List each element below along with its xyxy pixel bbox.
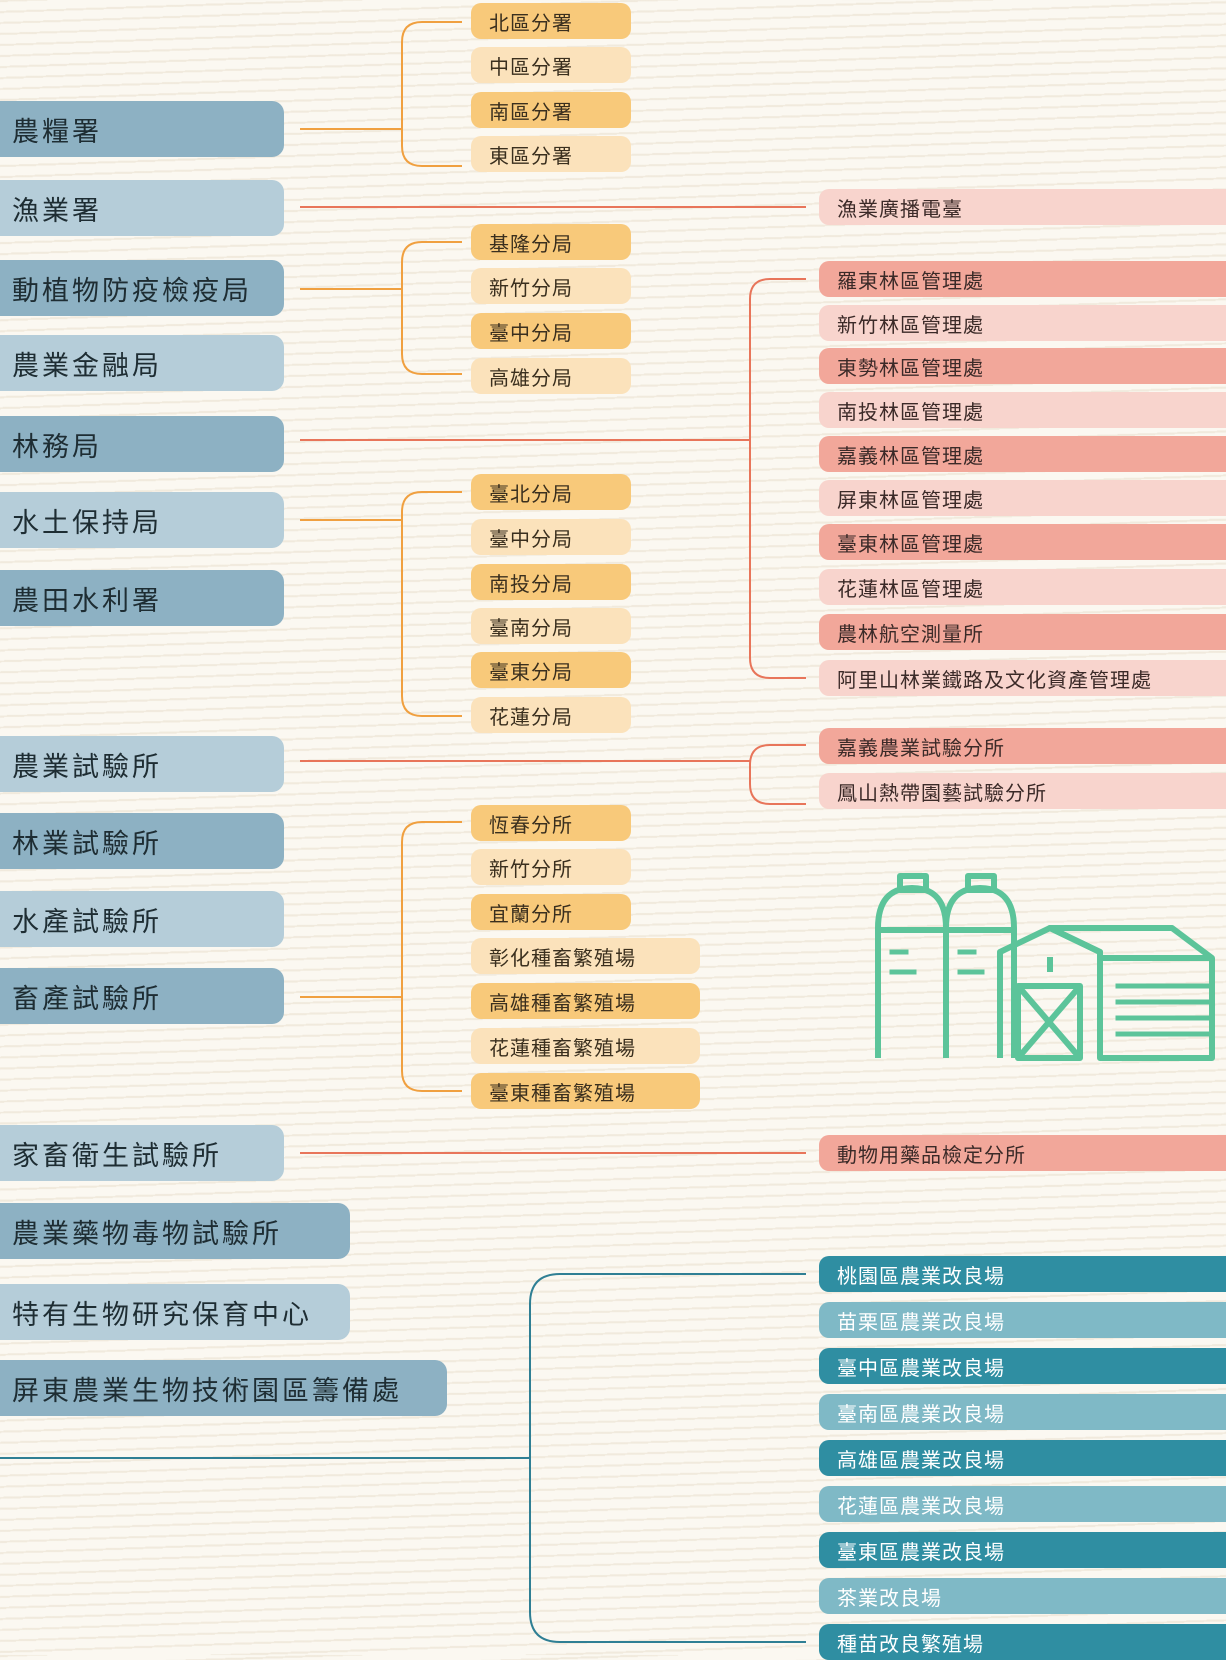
unit-soil-water: 水土保持局 bbox=[0, 492, 284, 548]
branch-quarantine-hsinchu: 新竹分局 bbox=[471, 268, 631, 304]
connector-forestry bbox=[300, 278, 806, 679]
branch-livestock-3: 彰化種畜繁殖場 bbox=[471, 938, 700, 974]
branch-forestry-8: 農林航空測量所 bbox=[819, 614, 1226, 650]
branch-livestock-6: 臺東種畜繁殖場 bbox=[471, 1073, 700, 1109]
branch-district-2: 臺中區農業改良場 bbox=[819, 1348, 1226, 1384]
connector-agri-food bbox=[300, 21, 462, 167]
connector-soil-water bbox=[300, 491, 462, 717]
unit-quarantine: 動植物防疫檢疫局 bbox=[0, 260, 284, 316]
branch-agri-research-1: 鳳山熱帶園藝試驗分所 bbox=[819, 773, 1226, 809]
unit-agri-finance: 農業金融局 bbox=[0, 335, 284, 391]
branch-soil-water-4: 臺東分局 bbox=[471, 652, 631, 688]
branch-district-3: 臺南區農業改良場 bbox=[819, 1394, 1226, 1430]
branch-soil-water-3: 臺南分局 bbox=[471, 608, 631, 644]
branch-district-6: 臺東區農業改良場 bbox=[819, 1532, 1226, 1568]
branch-animal-health-0: 動物用藥品檢定分所 bbox=[819, 1135, 1226, 1171]
unit-pesticide-research: 農業藥物毒物試驗所 bbox=[0, 1203, 350, 1259]
unit-endemic-species: 特有生物研究保育中心 bbox=[0, 1284, 350, 1340]
branch-quarantine-keelung: 基隆分局 bbox=[471, 224, 631, 260]
branch-forestry-5: 屏東林區管理處 bbox=[819, 480, 1226, 516]
branch-livestock-5: 花蓮種畜繁殖場 bbox=[471, 1028, 700, 1064]
branch-soil-water-0: 臺北分局 bbox=[471, 474, 631, 510]
unit-livestock-research: 畜產試驗所 bbox=[0, 968, 284, 1024]
unit-agri-food: 農糧署 bbox=[0, 101, 284, 157]
branch-soil-water-2: 南投分局 bbox=[471, 564, 631, 600]
branch-forestry-4: 嘉義林區管理處 bbox=[819, 436, 1226, 472]
unit-irrigation: 農田水利署 bbox=[0, 570, 284, 626]
branch-livestock-2: 宜蘭分所 bbox=[471, 894, 631, 930]
unit-agri-research: 農業試驗所 bbox=[0, 736, 284, 792]
branch-forestry-7: 花蓮林區管理處 bbox=[819, 569, 1226, 605]
branch-forestry-9: 阿里山林業鐵路及文化資產管理處 bbox=[819, 660, 1226, 696]
branch-livestock-4: 高雄種畜繁殖場 bbox=[471, 983, 700, 1019]
branch-district-0: 桃園區農業改良場 bbox=[819, 1256, 1226, 1292]
connector-agri-research bbox=[300, 744, 806, 805]
unit-fisheries-research: 水產試驗所 bbox=[0, 891, 284, 947]
branch-forestry-2: 東勢林區管理處 bbox=[819, 348, 1226, 384]
branch-district-7: 茶業改良場 bbox=[819, 1578, 1226, 1614]
branch-forestry-6: 臺東林區管理處 bbox=[819, 524, 1226, 560]
branch-forestry-3: 南投林區管理處 bbox=[819, 392, 1226, 428]
branch-fisheries-radio: 漁業廣播電臺 bbox=[819, 189, 1226, 225]
connector-quarantine bbox=[300, 241, 462, 375]
branch-district-8: 種苗改良繁殖場 bbox=[819, 1624, 1226, 1660]
branch-district-4: 高雄區農業改良場 bbox=[819, 1440, 1226, 1476]
branch-agri-food-center: 中區分署 bbox=[471, 47, 631, 83]
connector-livestock bbox=[300, 821, 462, 1092]
branch-agri-food-south: 南區分署 bbox=[471, 92, 631, 128]
unit-animal-health: 家畜衛生試驗所 bbox=[0, 1125, 284, 1181]
unit-pingtung-biotech: 屏東農業生物技術園區籌備處 bbox=[0, 1360, 447, 1416]
branch-forestry-1: 新竹林區管理處 bbox=[819, 305, 1226, 341]
branch-livestock-0: 恆春分所 bbox=[471, 805, 631, 841]
branch-quarantine-kaohsiung: 高雄分局 bbox=[471, 358, 631, 394]
farm-barn-icon bbox=[875, 873, 1215, 1061]
unit-fisheries: 漁業署 bbox=[0, 180, 284, 236]
branch-district-5: 花蓮區農業改良場 bbox=[819, 1486, 1226, 1522]
branch-district-1: 苗栗區農業改良場 bbox=[819, 1302, 1226, 1338]
branch-agri-food-east: 東區分署 bbox=[471, 136, 631, 172]
unit-forestry-research: 林業試驗所 bbox=[0, 813, 284, 869]
branch-livestock-1: 新竹分所 bbox=[471, 849, 631, 885]
unit-forestry: 林務局 bbox=[0, 416, 284, 472]
branch-quarantine-taichung: 臺中分局 bbox=[471, 313, 631, 349]
branch-agri-research-0: 嘉義農業試驗分所 bbox=[819, 728, 1226, 764]
branch-agri-food-north: 北區分署 bbox=[471, 3, 631, 39]
connector-district bbox=[0, 1273, 806, 1643]
branch-soil-water-1: 臺中分局 bbox=[471, 519, 631, 555]
branch-forestry-0: 羅東林區管理處 bbox=[819, 261, 1226, 297]
branch-soil-water-5: 花蓮分局 bbox=[471, 697, 631, 733]
